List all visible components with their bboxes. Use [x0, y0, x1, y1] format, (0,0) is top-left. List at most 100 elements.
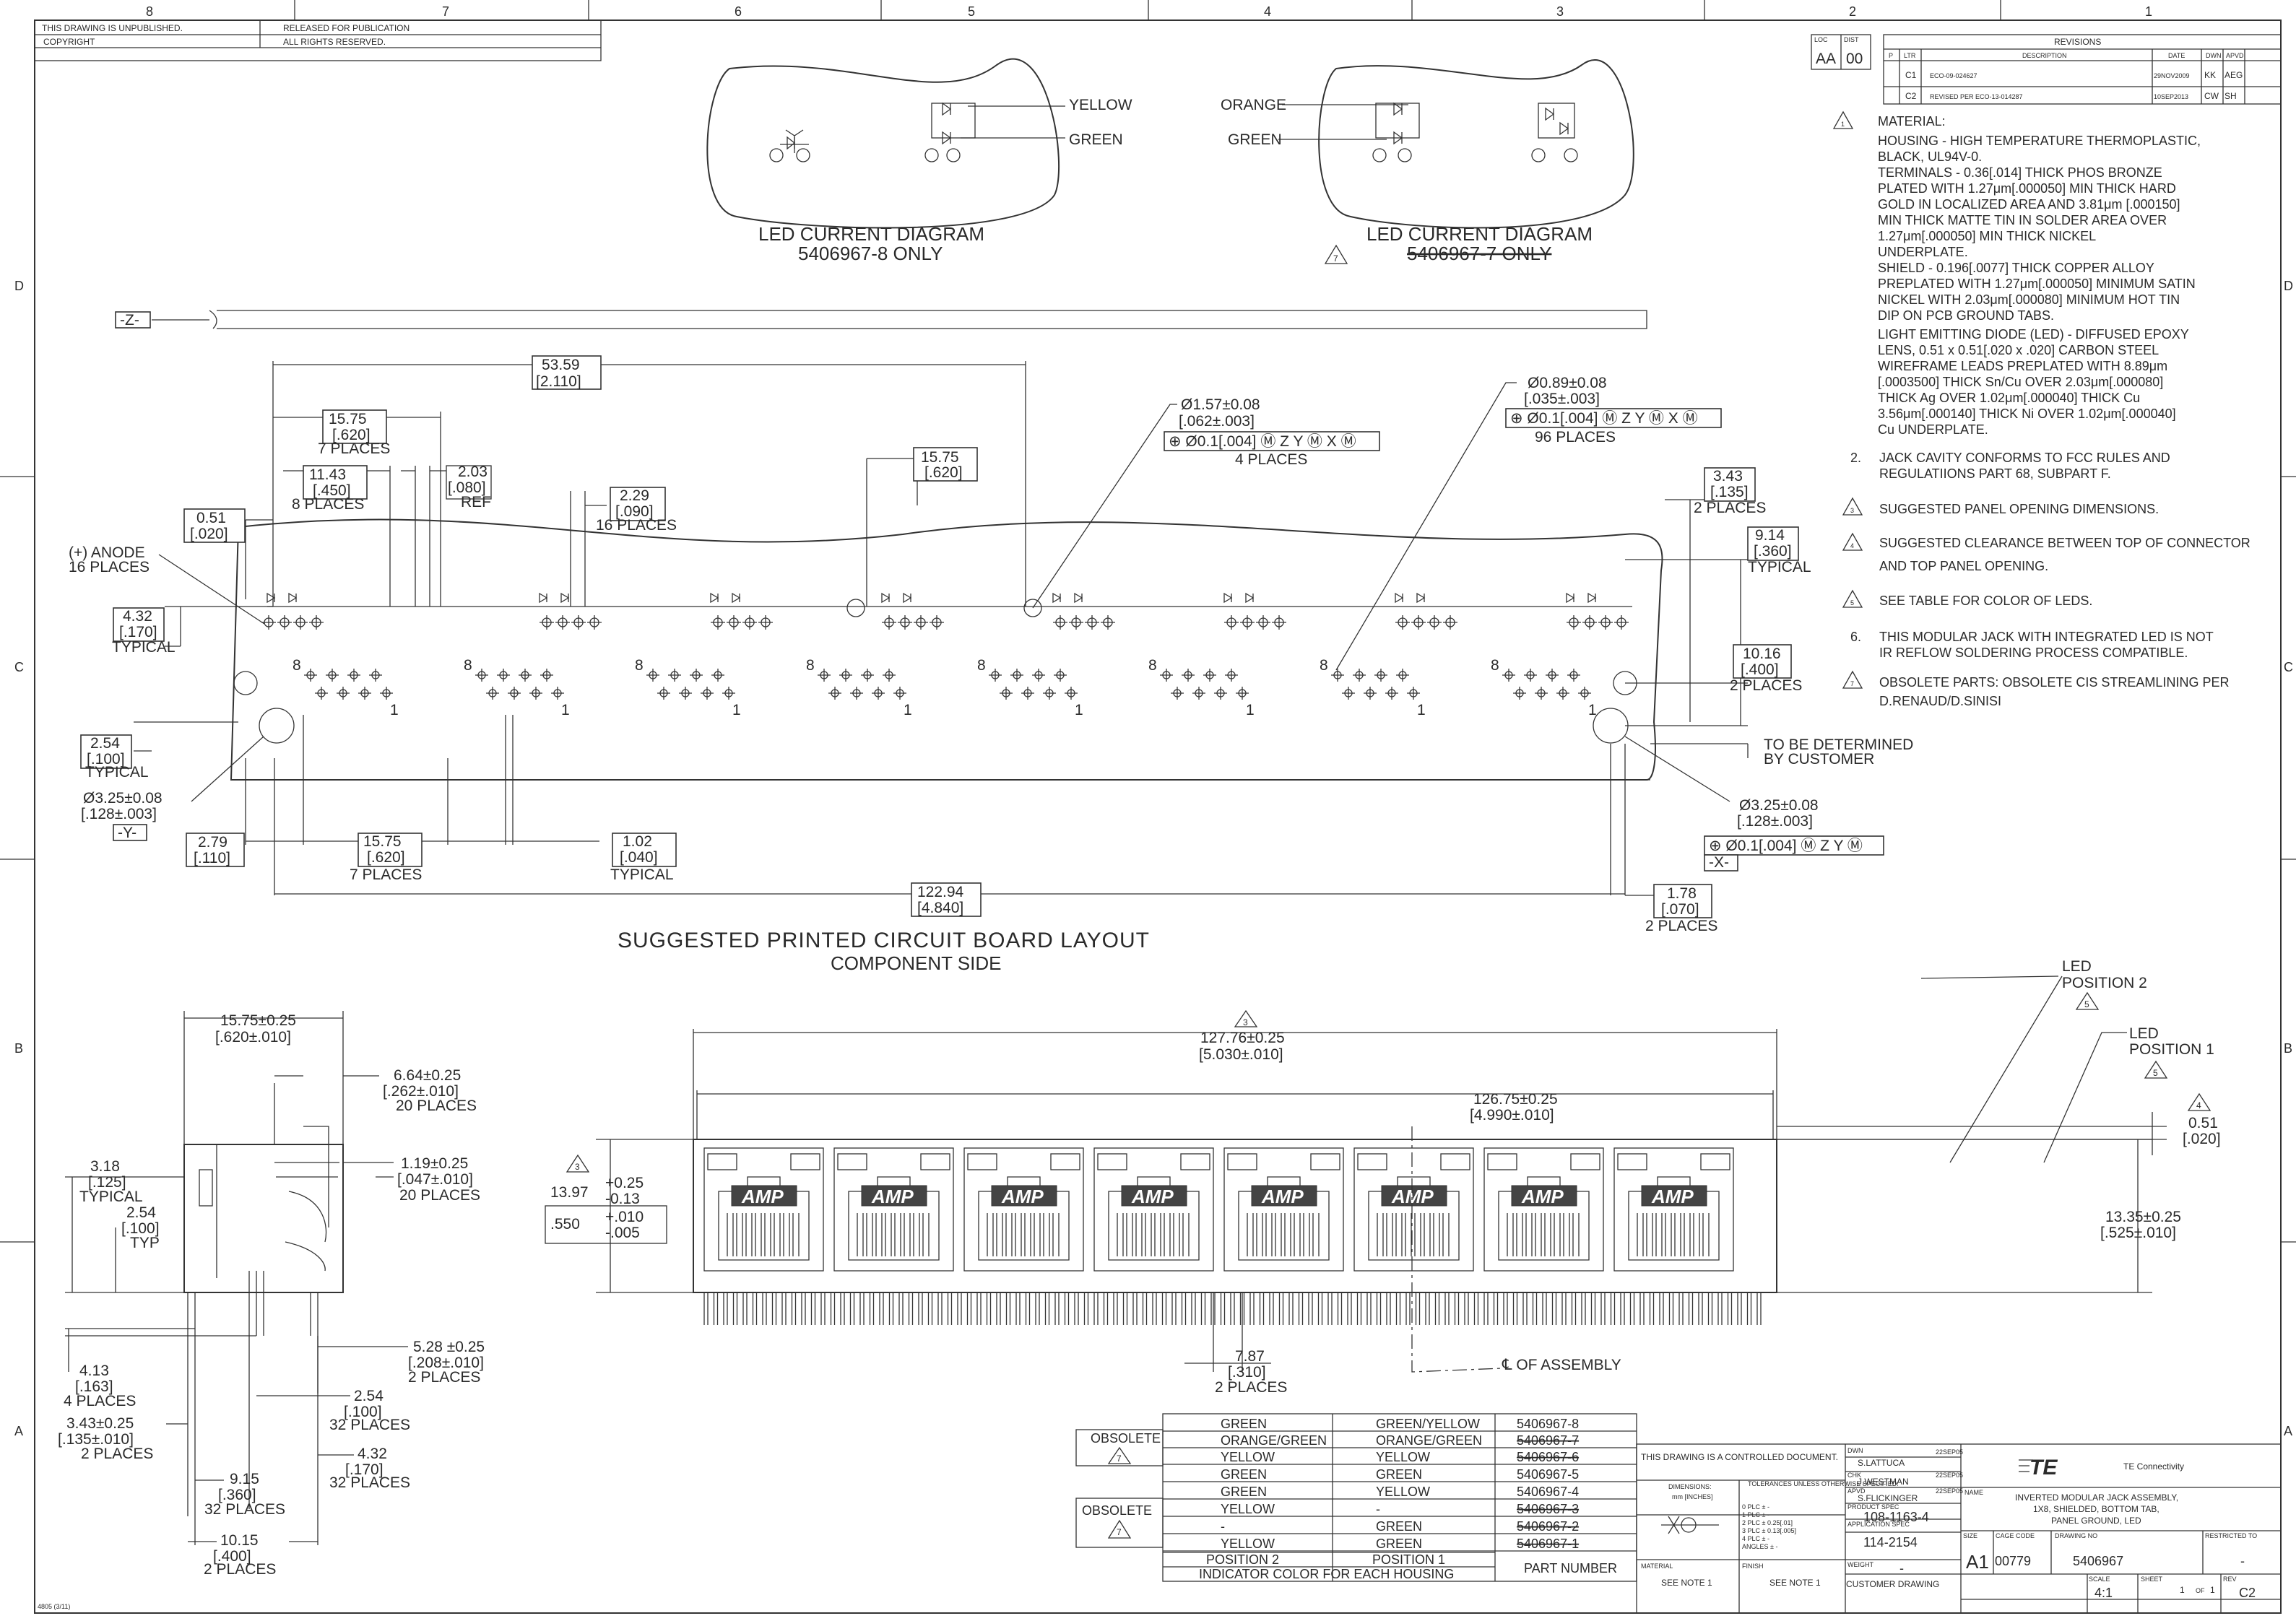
tolerance-line: 1 PLC ± -: [1742, 1511, 1769, 1518]
led-symbol: [732, 592, 741, 604]
note-number: 7: [1117, 1453, 1122, 1464]
note-1-line: HOUSING - HIGH TEMPERATURE THERMOPLASTIC…: [1878, 134, 2201, 148]
tb-label: APPLICATION SPEC: [1847, 1521, 1910, 1528]
contact-finger: [1674, 1213, 1681, 1256]
note-1-line: BLACK, UL94V-0.: [1878, 149, 1982, 164]
dim-label: 13.97: [550, 1184, 589, 1201]
led-diagram-title: LED CURRENT DIAGRAM: [758, 223, 984, 245]
tb-label: SCALE: [2089, 1576, 2110, 1583]
amp-logo: AMP: [741, 1186, 784, 1207]
dim-label: [.110]: [194, 850, 230, 866]
tb-label: APVD: [1847, 1487, 1866, 1495]
tolerance-line: 3 PLC ± 0.13[.005]: [1742, 1527, 1796, 1534]
contact-finger: [1405, 1213, 1412, 1256]
note-1-line: 1.27μm[.000050] MIN THICK NICKEL: [1878, 229, 2096, 243]
part-number-header: PART NUMBER: [1524, 1561, 1617, 1576]
dim-label: 2.03: [458, 464, 488, 480]
note-7-line: D.RENAUD/D.SINISI: [1879, 694, 2001, 708]
solder-pin: [830, 1292, 836, 1325]
dim-label: 53.59: [542, 357, 580, 373]
dim-label: 15.75: [329, 411, 367, 427]
solder-pin: [1298, 1292, 1304, 1325]
led-symbol: [1566, 592, 1575, 604]
contact-pin-cross: [551, 687, 564, 700]
led-color-cell: -: [1221, 1519, 1225, 1534]
led-symbol: [710, 592, 719, 604]
dim-label: 2 PLACES: [1645, 918, 1717, 934]
solder-pin: [1707, 1292, 1713, 1325]
contact-pin-cross: [861, 669, 874, 682]
solder-pin: [1717, 1292, 1723, 1325]
dim-label: 10.15: [220, 1532, 259, 1549]
rev-header: DATE: [2168, 52, 2185, 59]
led-pin-cross: [898, 615, 912, 630]
dim-label: 4 PLACES: [1235, 451, 1307, 468]
dim-label: Ø3.25±0.08: [83, 790, 163, 807]
solder-pin: [1278, 1292, 1284, 1325]
contact-finger: [1005, 1213, 1013, 1256]
solder-pin: [1132, 1292, 1138, 1325]
dim-label: 8 PLACES: [292, 496, 364, 513]
dim-label: 1.02: [623, 833, 652, 850]
note-1-line: SHIELD - 0.196[.0077] THICK COPPER ALLOY: [1878, 261, 2154, 275]
dim-label: [.070]: [1661, 901, 1699, 918]
dim-label: -.005: [605, 1225, 640, 1241]
contact-pin-cross: [347, 669, 360, 682]
zone-label: 8: [146, 4, 153, 19]
solder-pin: [1473, 1292, 1479, 1325]
note-1-line: NICKEL WITH 2.03μm[.000080] MINIMUM HOT …: [1878, 292, 2180, 307]
solder-pin: [1571, 1292, 1577, 1325]
restricted-value: -: [2240, 1554, 2245, 1568]
solder-pin: [966, 1292, 972, 1325]
solder-pin: [1464, 1292, 1469, 1325]
dim-label: [2.110]: [536, 373, 581, 390]
dim-label: [.450]: [313, 482, 351, 499]
rev-cell: SH: [2224, 91, 2237, 101]
see-note: SEE NOTE 1: [1769, 1578, 1821, 1588]
contact-finger: [894, 1213, 901, 1256]
dim-label: [4.840]: [917, 900, 963, 916]
solder-pin: [1249, 1292, 1255, 1325]
anode-label: 16 PLACES: [69, 559, 150, 575]
led-pin-cross: [1085, 615, 1099, 630]
obsolete-label: OBSOLETE: [1082, 1503, 1152, 1518]
rev-cell: 29NOV2009: [2154, 72, 2190, 79]
zone-label: 1: [2145, 4, 2152, 19]
note-number: 7: [1117, 1527, 1122, 1537]
solder-pin: [1688, 1292, 1694, 1325]
led-symbol: [1223, 592, 1233, 604]
dim-label: [.620]: [367, 849, 405, 866]
datum-z-box: [115, 311, 151, 329]
zone-markers: 8 7 6 5 4 3 2 1 D C B A D C B A: [0, 0, 2296, 1438]
solder-pin: [1600, 1292, 1606, 1325]
header-block: THIS DRAWING IS UNPUBLISHED. COPYRIGHT R…: [34, 19, 602, 61]
note-4-line: AND TOP PANEL OPENING.: [1879, 559, 2048, 573]
solder-pin: [1551, 1292, 1557, 1325]
led-diagram-right: ORANGE GREEN LED CURRENT DIAGRAM 7 54069…: [1221, 59, 1634, 264]
solder-pin: [713, 1292, 719, 1325]
led-color-label: YELLOW: [1069, 97, 1132, 113]
approved-by: S.FLICKINGER: [1858, 1493, 1918, 1503]
led-window: [1227, 1153, 1257, 1170]
contact-pin-cross: [646, 669, 659, 682]
led-window: [1097, 1153, 1127, 1170]
contact-finger: [857, 1213, 864, 1256]
solder-pin: [1239, 1292, 1245, 1325]
zone-label: C: [2284, 660, 2293, 674]
contact-finger: [1554, 1213, 1561, 1256]
contact-pin-cross: [1331, 669, 1344, 682]
tb-label: TOLERANCES UNLESS OTHERWISE SPECIFIED:: [1748, 1480, 1899, 1487]
solder-pin: [732, 1292, 738, 1325]
led-pin-cross: [1582, 615, 1597, 630]
contact-pin-cross: [1556, 687, 1569, 700]
dim-label: 16 PLACES: [596, 517, 677, 534]
form-number: 4805 (3/11): [38, 1603, 70, 1610]
led-color-cell: GREEN/YELLOW: [1376, 1417, 1480, 1431]
application-spec: 114-2154: [1863, 1535, 1918, 1550]
dim-label: [.208±.010]: [408, 1355, 484, 1371]
contact-finger: [1173, 1213, 1180, 1256]
tb-label: NAME: [1964, 1489, 1983, 1496]
scale-value: 4:1: [2094, 1586, 2113, 1600]
